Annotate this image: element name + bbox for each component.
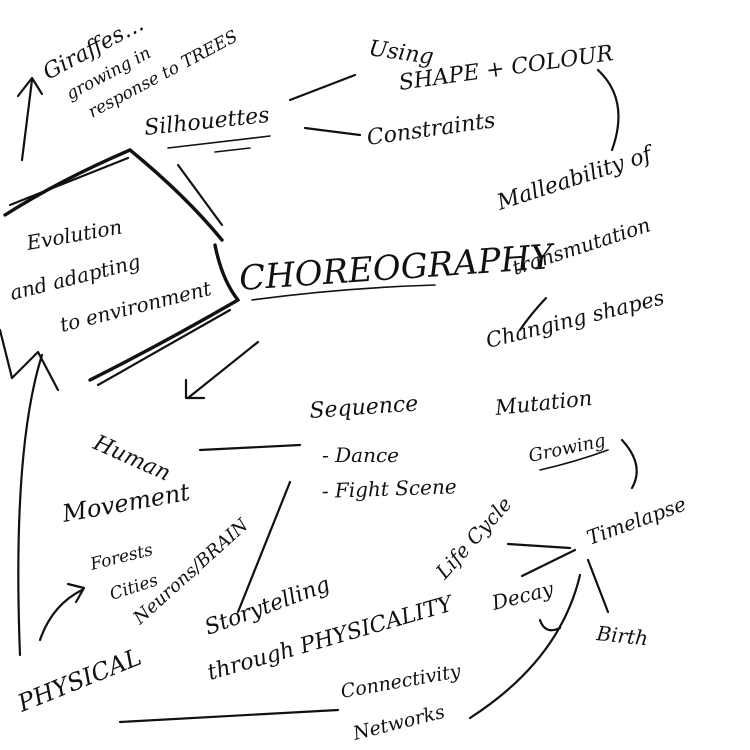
label-networks: Networks xyxy=(350,701,447,745)
box-bottom-edge xyxy=(88,298,240,382)
box-left-tail xyxy=(17,353,44,657)
box-left-edge xyxy=(0,328,14,380)
human-to-sequence-line xyxy=(198,443,302,452)
label-using: Using xyxy=(367,36,435,70)
connector-lines xyxy=(118,68,638,724)
label-connectivity: Connectivity xyxy=(339,660,462,703)
malleability-to-changing-curve xyxy=(518,296,548,332)
growing-underline xyxy=(539,449,609,471)
box-top-right-edge xyxy=(128,148,224,242)
box-top-left-edge xyxy=(3,148,132,217)
connectivity-to-bottom-line xyxy=(118,708,340,724)
silhouettes-underline xyxy=(167,135,271,149)
arrow-to-human xyxy=(186,340,260,400)
label-forests: Forests xyxy=(87,540,155,575)
box-bottom-retrace xyxy=(96,308,232,387)
decay-curl xyxy=(538,618,562,632)
silhouettes-double-underline xyxy=(214,147,251,153)
arrows xyxy=(16,76,260,642)
timelapse-to-decay-line xyxy=(520,548,577,578)
underline-marks xyxy=(167,135,609,471)
choreography-underline xyxy=(251,284,436,301)
timelapse-to-lifecycle-line xyxy=(506,542,572,550)
label-physical: PHYSICAL xyxy=(13,643,145,718)
silhouettes-to-using-line xyxy=(288,73,357,102)
label-dance: - Dance xyxy=(322,443,399,467)
label-sequence: Sequence xyxy=(309,391,419,424)
box-bottom-left-zig xyxy=(10,350,60,392)
label-life-cycle: Life Cycle xyxy=(430,492,516,584)
label-fight-scene: - Fight Scene xyxy=(321,474,457,503)
sequence-to-storytelling-line xyxy=(236,480,292,614)
label-silhouettes: Silhouettes xyxy=(143,103,271,141)
label-growing: Growing xyxy=(527,430,608,467)
box-right-tick xyxy=(176,163,224,227)
evolution-box xyxy=(0,148,240,657)
label-malleability: Malleability of xyxy=(493,141,658,216)
arrow-to-forests-head xyxy=(66,582,86,604)
arrow-to-giraffes xyxy=(20,78,34,162)
arrow-to-giraffes-head xyxy=(16,76,44,98)
label-changing-shapes: Changing shapes xyxy=(483,285,666,353)
label-movement: Movement xyxy=(59,478,192,528)
timelapse-to-networks-curve xyxy=(468,573,582,720)
label-mutation: Mutation xyxy=(493,386,593,420)
label-evolution: Evolution xyxy=(24,215,124,256)
box-right-edge xyxy=(213,243,240,302)
label-birth: Birth xyxy=(594,621,649,650)
timelapse-to-birth-line xyxy=(586,558,610,614)
arrow-to-forests xyxy=(38,588,84,642)
center-label-choreography: CHOREOGRAPHY xyxy=(238,237,558,299)
box-top-left-edge-retrace xyxy=(8,156,130,207)
arrow-to-human-head xyxy=(184,378,206,400)
growing-to-timelapse-curve xyxy=(620,438,638,490)
label-timelapse: Timelapse xyxy=(584,492,690,550)
label-constraints: Constraints xyxy=(365,108,497,151)
silhouettes-to-constraints-line xyxy=(303,126,362,137)
label-decay: Decay xyxy=(488,576,556,615)
label-human: Human xyxy=(89,430,175,486)
colour-to-malleability-curve xyxy=(596,68,620,152)
